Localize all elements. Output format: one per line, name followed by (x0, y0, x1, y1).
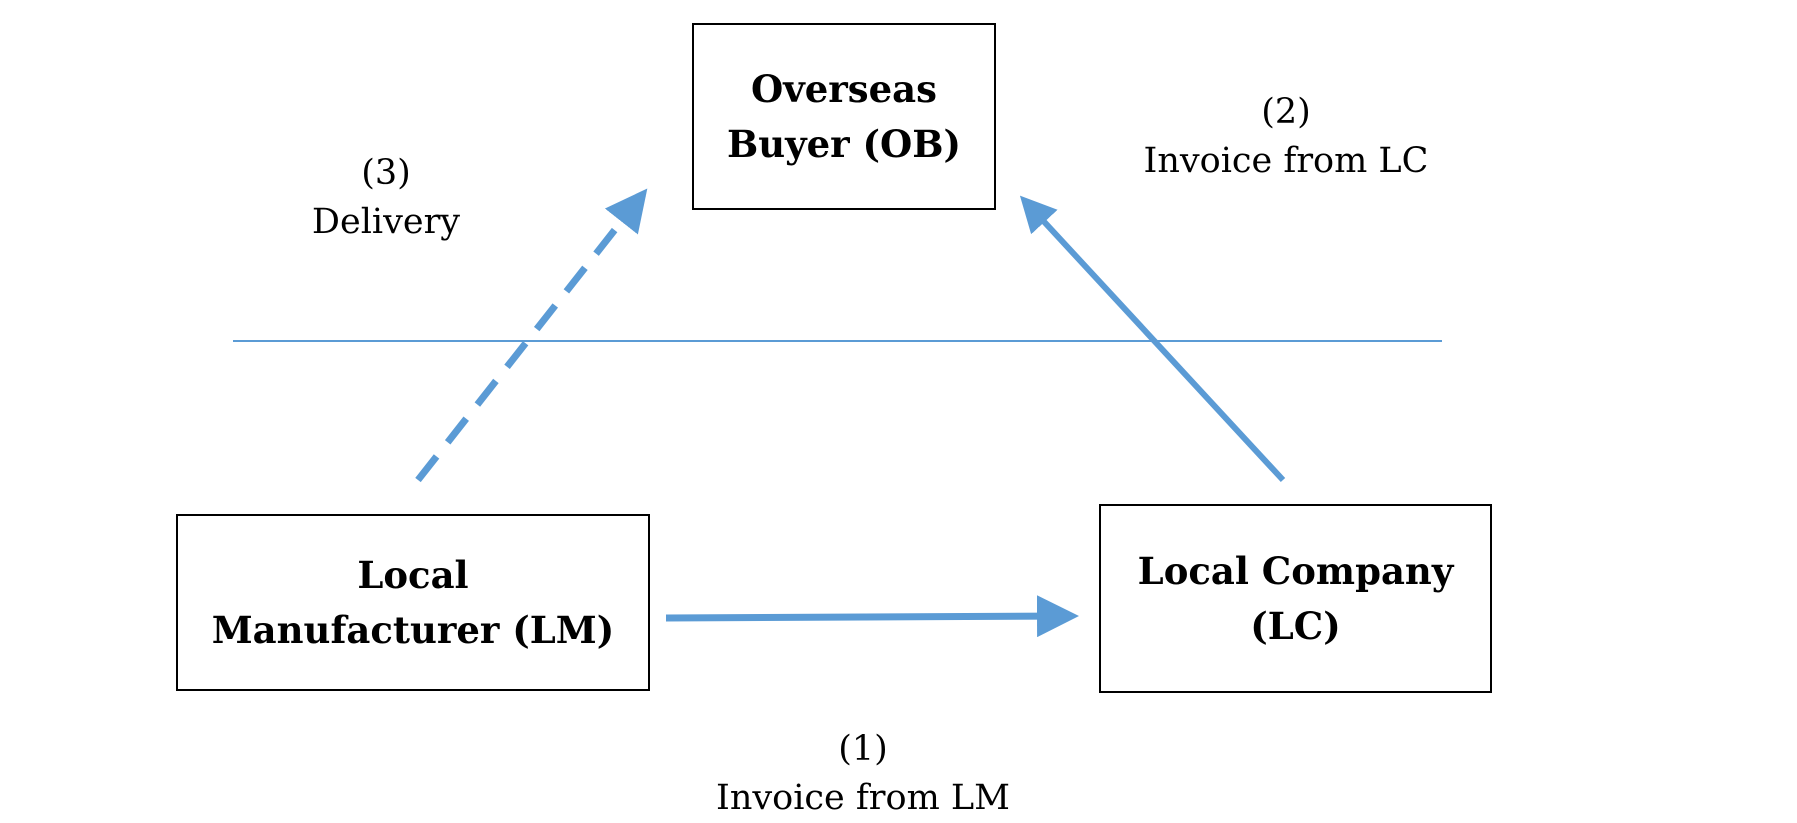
invoice-lc-label: (2) Invoice from LC (1126, 88, 1446, 186)
delivery-label-text: Delivery (311, 202, 461, 242)
overseas-buyer-label: Overseas Buyer (OB) (727, 62, 961, 172)
invoice-lm-label-number: (1) (838, 729, 888, 769)
delivery-label: (3) Delivery (286, 149, 486, 247)
invoice-lm-label-text: Invoice from LM (716, 778, 1010, 818)
overseas-buyer-line1: Overseas (751, 66, 937, 111)
local-manufacturer-line2: Manufacturer (LM) (211, 607, 615, 652)
local-company-box: Local Company (LC) (1099, 504, 1492, 693)
delivery-arrow (415, 188, 648, 483)
invoice-lc-arrow (1019, 195, 1286, 483)
local-manufacturer-line1: Local (357, 552, 469, 597)
overseas-buyer-line2: Buyer (OB) (726, 121, 962, 166)
local-company-line2: (LC) (1250, 603, 1341, 648)
overseas-buyer-box: Overseas Buyer (OB) (692, 23, 996, 210)
local-company-label: Local Company (LC) (1138, 544, 1454, 654)
local-manufacturer-label: Local Manufacturer (LM) (212, 548, 615, 658)
local-company-line1: Local Company (1137, 548, 1454, 593)
invoice-lm-arrow (665, 595, 1079, 638)
delivery-label-number: (3) (361, 153, 411, 193)
local-manufacturer-box: Local Manufacturer (LM) (176, 514, 650, 691)
invoice-lm-label: (1) Invoice from LM (693, 725, 1033, 823)
diagram-canvas (233, 188, 1442, 638)
invoice-lc-label-number: (2) (1261, 92, 1311, 132)
invoice-lc-label-text: Invoice from LC (1143, 141, 1429, 181)
